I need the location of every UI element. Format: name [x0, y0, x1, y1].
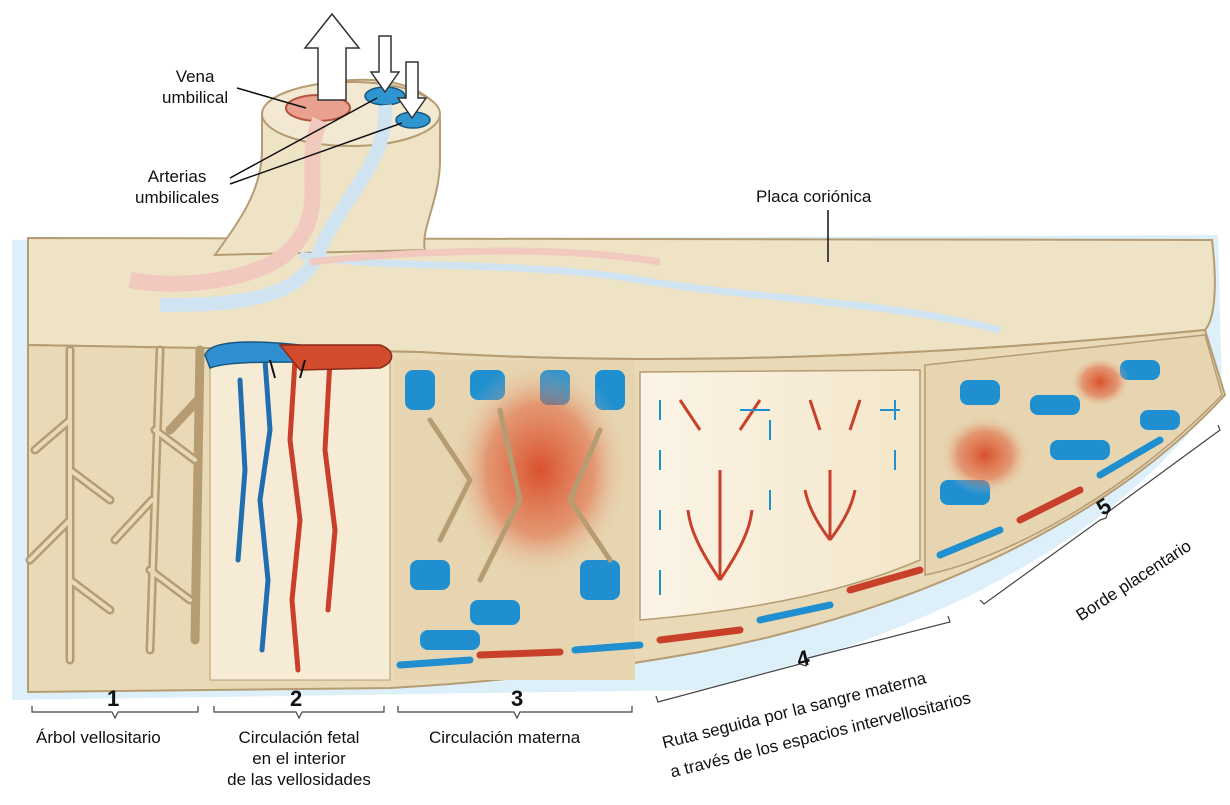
arterias-umbilicales-line-1: Arterias [135, 166, 219, 187]
section-1-number: 1 [107, 686, 119, 712]
section-2-caption-line-1: Circulación fetal [214, 727, 384, 748]
vena-umbilical-label: Vena umbilical [162, 66, 228, 108]
section-2-caption-line-3: de las vellosidades [214, 769, 384, 790]
vena-umbilical-line-1: Vena [162, 66, 228, 87]
stem-vein [280, 345, 392, 370]
section-1-caption: Árbol vellositario [36, 727, 161, 748]
vena-umbilical-line-2: umbilical [162, 87, 228, 108]
arterias-umbilicales-label: Arterias umbilicales [135, 166, 219, 208]
section-2-number: 2 [290, 686, 302, 712]
section-2-caption: Circulación fetal en el interior de las … [214, 727, 384, 790]
section-3-caption: Circulación materna [429, 727, 580, 748]
arterias-umbilicales-line-2: umbilicales [135, 187, 219, 208]
section-2-caption-line-2: en el interior [214, 748, 384, 769]
placa-corionica-label: Placa coriónica [756, 186, 871, 207]
section-3-number: 3 [511, 686, 523, 712]
border-blood-cloud-2 [1070, 357, 1130, 407]
border-blood-cloud-1 [940, 415, 1030, 495]
